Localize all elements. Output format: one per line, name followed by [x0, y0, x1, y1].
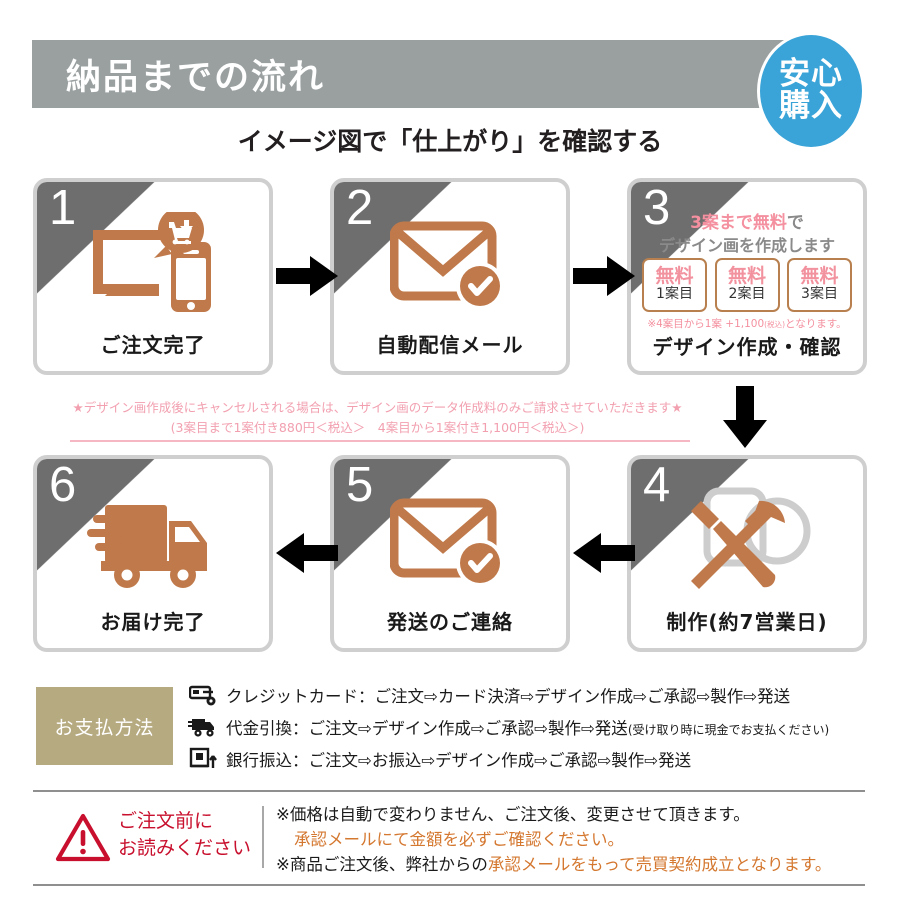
- warning-line3-a: ※商品ご注文後、弊社からの: [276, 855, 488, 875]
- payment-method-list: クレジットカード：ご注文⇨カード決済⇨デザイン作成⇨ご承認⇨製作⇨発送 代金引換…: [186, 680, 876, 776]
- warning-divider: [262, 806, 264, 868]
- proposal-index: 3案目: [801, 286, 838, 303]
- page-subtitle: イメージ図で「仕上がり」を確認する: [237, 127, 663, 156]
- step-label: デザイン作成・確認: [652, 335, 842, 359]
- badge-line-1: 安心: [779, 56, 843, 93]
- truck-icon: [186, 714, 220, 740]
- page-title: 納品までの流れ: [66, 57, 326, 98]
- free-proposal-boxes: 無料 1案目 無料 2案目 無料 3案目: [642, 258, 852, 312]
- payment-text: 代金引換：ご注文⇨デザイン作成⇨ご承認⇨製作⇨発送(受け取り時に現金でお支払くだ…: [226, 715, 829, 739]
- step-label: ご注文完了: [100, 333, 206, 357]
- step-card-4: 4 制作(約7営業日): [627, 455, 867, 652]
- proposal-index: 1案目: [656, 286, 693, 303]
- cancellation-note-rule: [70, 440, 690, 442]
- warning-line1-a: ※価格は自動で変わりません、ご注文後、: [276, 805, 587, 824]
- step-number: 5: [346, 458, 374, 512]
- step-label: 自動配信メール: [376, 333, 524, 357]
- step-number: 6: [49, 458, 77, 512]
- warning-title-line-1: ご注文前に: [118, 810, 214, 832]
- step-number: 3: [643, 181, 671, 235]
- step3-headline-tail: で: [786, 213, 804, 233]
- warning-body-line-3: ※商品ご注文後、弊社からの承認メールをもって売買契約成立となります。: [276, 852, 876, 877]
- arrow-left-step5-to-step6: [276, 533, 338, 573]
- tools-icon: [631, 481, 863, 601]
- free-label: 無料: [800, 265, 839, 288]
- free-proposal-box: 無料 3案目: [787, 258, 852, 312]
- warning-title: ご注文前に お読みください: [118, 808, 268, 862]
- payment-main: 代金引換：ご注文⇨デザイン作成⇨ご承認⇨製作⇨発送: [226, 719, 628, 738]
- arrow-right-step1-to-step2: [276, 256, 338, 296]
- free-label: 無料: [727, 265, 766, 288]
- cancellation-note: ★デザイン画作成後にキャンセルされる場合は、デザイン画のデータ作成料のみご請求さ…: [55, 398, 700, 439]
- step-number: 1: [49, 181, 77, 235]
- cancellation-note-line-1: ★デザイン画作成後にキャンセルされる場合は、デザイン画のデータ作成料のみご請求さ…: [72, 400, 683, 415]
- envelope-check-icon: [334, 204, 566, 324]
- step3-subline: デザイン画を作成します: [658, 236, 835, 255]
- step-label: お届け完了: [100, 610, 206, 634]
- step-card-6: 6 お届け完了: [33, 455, 273, 652]
- payment-method-label: お支払方法: [36, 687, 173, 765]
- free-proposal-box: 無料 2案目: [714, 258, 780, 312]
- payment-tail: (受け取り時に現金でお支払ください): [627, 723, 830, 737]
- envelope-check-icon: [334, 481, 566, 601]
- warning-line3-b: 承認メールをもって売買契約成立となります。: [487, 855, 832, 875]
- payment-main: 銀行振込：ご注文⇨お振込⇨デザイン作成⇨ご承認⇨製作⇨発送: [226, 751, 692, 770]
- step3-headline: 3案まで無料で: [631, 208, 863, 233]
- warning-body-line-2: 承認メールにて金額を必ずご確認ください。: [294, 830, 624, 850]
- step-card-2: 2 自動配信メール: [330, 178, 570, 375]
- warning-body-line-1: ※価格は自動で変わりません、ご注文後、変更させて頂きます。: [276, 802, 876, 827]
- delivery-truck-icon: [37, 481, 269, 601]
- monitor-phone-cart-icon: [37, 204, 269, 324]
- note-tax: (税込): [764, 320, 786, 329]
- payment-text: クレジットカード：ご注文⇨カード決済⇨デザイン作成⇨ご承認⇨製作⇨発送: [226, 683, 790, 707]
- note-tail: となります。: [785, 318, 847, 330]
- section-divider-bottom: [33, 884, 865, 886]
- payment-row-cash-on-delivery: 代金引換：ご注文⇨デザイン作成⇨ご承認⇨製作⇨発送(受け取り時に現金でお支払くだ…: [186, 712, 876, 742]
- cancellation-note-line-2: (3案目まで1案付き880円＜税込＞ 4案目から1案付き1,100円＜税込＞): [170, 420, 585, 436]
- payment-text: 銀行振込：ご注文⇨お振込⇨デザイン作成⇨ご承認⇨製作⇨発送: [226, 747, 691, 771]
- badge-line-2: 購入: [779, 88, 843, 124]
- step-card-3: 3 3案まで無料で デザイン画を作成します 無料 1案目 無料 2案目 無料 3…: [627, 178, 867, 375]
- step-label: 発送のご連絡: [387, 610, 513, 634]
- note-main: ※4案目から1案 +1,100: [647, 318, 765, 330]
- warning-title-line-2: お読みください: [118, 836, 252, 859]
- step-number: 4: [643, 458, 671, 512]
- bank-transfer-icon: [186, 746, 220, 772]
- step3-headline-highlight: 3案まで無料: [690, 213, 787, 233]
- payment-row-credit-card: クレジットカード：ご注文⇨カード決済⇨デザイン作成⇨ご承認⇨製作⇨発送: [186, 680, 876, 710]
- header-bar: 納品までの流れ: [32, 40, 822, 108]
- warning-line1-b: 変更させて頂きます。: [586, 805, 750, 824]
- free-proposal-box: 無料 1案目: [642, 258, 707, 312]
- step-number: 2: [346, 181, 374, 235]
- arrow-right-step2-to-step3: [573, 256, 635, 296]
- step3-extra-fee-note: ※4案目から1案 +1,100(税込)となります。: [631, 316, 863, 331]
- payment-row-bank-transfer: 銀行振込：ご注文⇨お振込⇨デザイン作成⇨ご承認⇨製作⇨発送: [186, 744, 876, 774]
- warning-body: ※価格は自動で変わりません、ご注文後、変更させて頂きます。 承認メールにて金額を…: [276, 802, 876, 877]
- warning-triangle-icon: [55, 812, 111, 864]
- proposal-index: 2案目: [728, 286, 766, 303]
- step-label: 制作(約7営業日): [666, 610, 828, 634]
- section-divider-top: [33, 790, 865, 792]
- step-card-5: 5 発送のご連絡: [330, 455, 570, 652]
- payment-main: クレジットカード：ご注文⇨カード決済⇨デザイン作成⇨ご承認⇨製作⇨発送: [226, 687, 791, 706]
- credit-card-icon: [186, 682, 220, 708]
- free-label: 無料: [655, 265, 694, 288]
- arrow-left-step4-to-step5: [573, 533, 635, 573]
- safe-purchase-badge: 安心 購入: [757, 32, 865, 150]
- arrow-down-step3-to-step4: [723, 386, 767, 448]
- step-card-1: 1: [33, 178, 273, 375]
- payment-method-label-text: お支払方法: [54, 716, 155, 739]
